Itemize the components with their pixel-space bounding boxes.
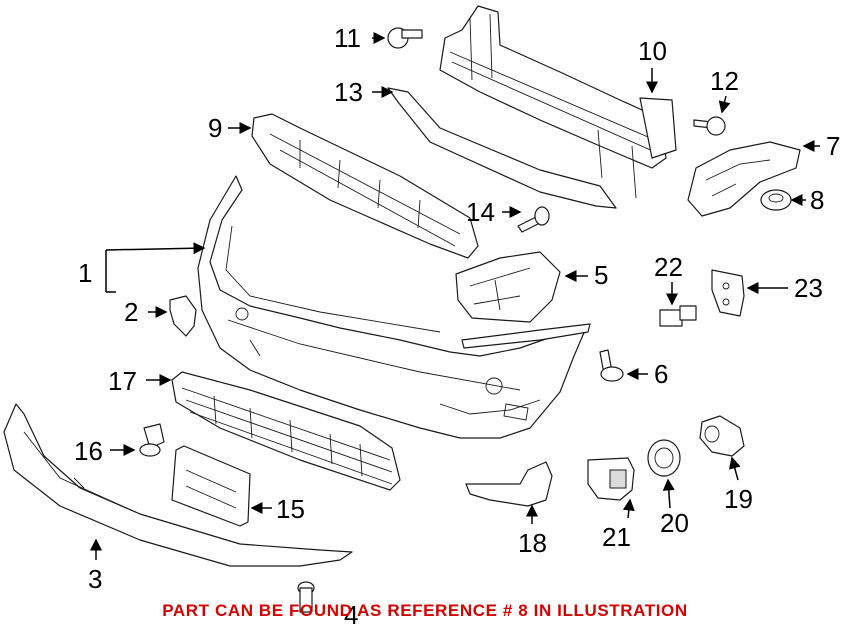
connector-part <box>659 305 697 327</box>
lower-grille-part <box>171 371 401 491</box>
callout-16: 16 <box>74 436 103 466</box>
fastener-part <box>297 581 315 613</box>
callout-13: 13 <box>334 77 363 107</box>
seal-strip-part <box>387 87 617 209</box>
nut-part <box>760 189 792 211</box>
screw-part <box>517 206 550 233</box>
leader-lines <box>90 32 820 560</box>
callout-12: 12 <box>710 66 739 96</box>
callout-21: 21 <box>602 522 631 552</box>
callout-9: 9 <box>208 113 222 143</box>
callout-numbers: 11 10 13 12 9 7 8 14 1 22 5 23 2 6 17 16… <box>74 23 840 628</box>
callout-18: 18 <box>518 528 547 558</box>
callout-1: 1 <box>78 258 92 288</box>
cover-cap-part <box>169 295 197 337</box>
callout-23: 23 <box>794 273 823 303</box>
rivet-clip-part <box>693 116 726 136</box>
callout-11: 11 <box>334 23 361 53</box>
push-pin-part <box>599 349 624 382</box>
sensor-bracket-part <box>587 457 635 501</box>
license-bracket-part <box>171 445 251 527</box>
sensor-ring-part <box>647 439 681 477</box>
callout-6: 6 <box>654 359 668 389</box>
reference-notice: PART CAN BE FOUND AS REFERENCE # 8 IN IL… <box>162 601 688 620</box>
callout-2: 2 <box>124 297 138 327</box>
callout-8: 8 <box>810 185 824 215</box>
retainer-clip-part <box>139 423 165 457</box>
bolt-part <box>387 27 423 49</box>
callout-17: 17 <box>108 366 137 396</box>
bumper-cover-part <box>197 175 591 439</box>
callout-22: 22 <box>654 252 683 282</box>
callout-3: 3 <box>88 564 102 594</box>
callout-5: 5 <box>594 260 608 290</box>
trim-molding-part <box>465 461 553 507</box>
callout-14: 14 <box>466 197 495 227</box>
guide-bracket-part <box>455 251 561 323</box>
callout-7: 7 <box>826 131 840 161</box>
reinforcement-bar-part <box>439 5 677 199</box>
callout-20: 20 <box>660 508 689 538</box>
side-bracket-part <box>687 141 801 217</box>
lower-spoiler-part <box>3 403 353 567</box>
parking-sensor-part <box>699 415 745 457</box>
callout-15: 15 <box>276 494 305 524</box>
energy-absorber-part <box>251 113 479 259</box>
mounting-bracket-part <box>711 269 745 317</box>
callout-10: 10 <box>638 36 667 66</box>
callout-4: 4 <box>344 600 358 628</box>
callout-19: 19 <box>724 484 753 514</box>
